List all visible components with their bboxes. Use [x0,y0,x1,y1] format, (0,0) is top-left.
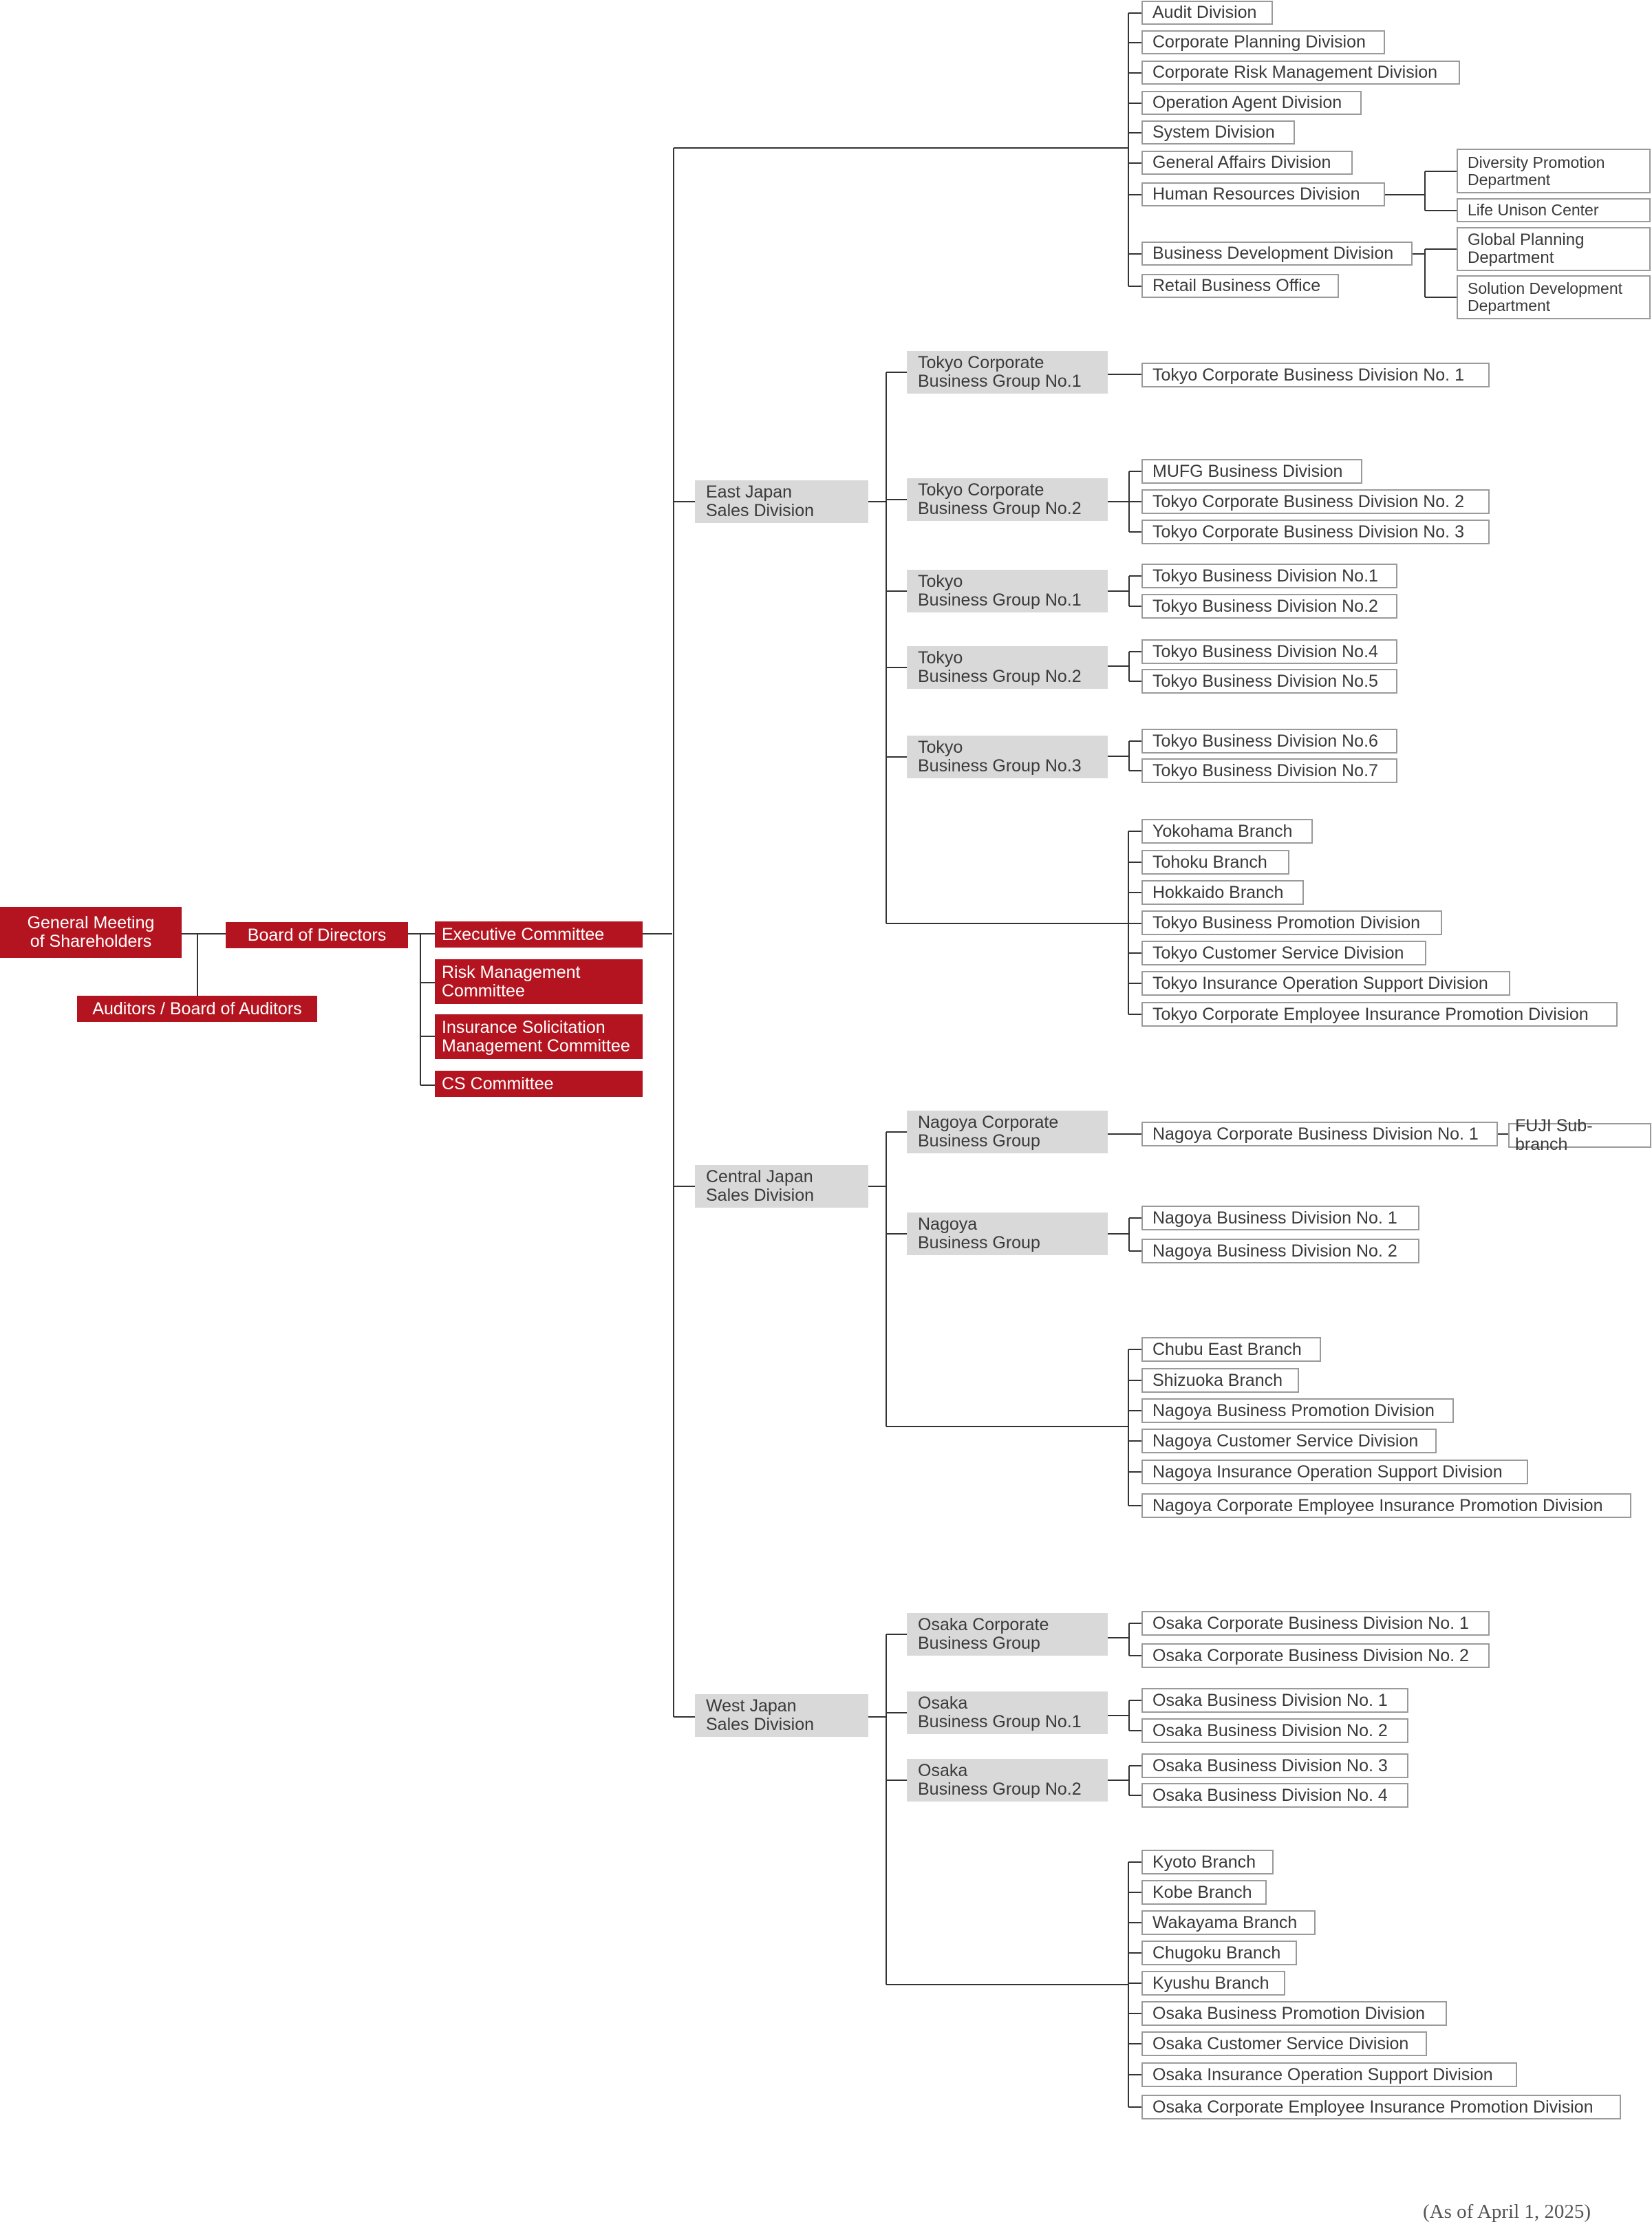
business-group-box: Osaka Business Group No.1 [907,1691,1108,1734]
hq-division-box: Operation Agent Division [1141,91,1362,115]
branch-box: Kyoto Branch [1141,1850,1274,1874]
business-division-box: Nagoya Business Division No. 2 [1141,1239,1419,1263]
business-division-box: Tokyo Business Division No.4 [1141,639,1397,664]
business-group-box: Nagoya Business Group [907,1212,1108,1255]
fuji-sub-branch-box: FUJI Sub-branch [1508,1117,1651,1154]
branch-box: Nagoya Insurance Operation Support Divis… [1141,1460,1528,1484]
business-division-box: Osaka Business Division No. 3 [1141,1753,1408,1778]
department-box: Life Unison Center [1457,198,1651,222]
executive-committee-box: Executive Committee [435,921,643,948]
department-box: Solution Development Department [1457,275,1651,319]
business-division-box: Tokyo Business Division No.5 [1141,669,1397,694]
branch-box: Chubu East Branch [1141,1337,1321,1362]
business-division-box: Tokyo Corporate Business Division No. 3 [1141,520,1490,544]
hq-division-box: Audit Division [1141,1,1273,25]
business-division-box: Osaka Corporate Business Division No. 2 [1141,1643,1490,1668]
branch-box: Wakayama Branch [1141,1910,1316,1935]
branch-box: Osaka Corporate Employee Insurance Promo… [1141,2095,1621,2119]
business-division-box: Osaka Business Division No. 2 [1141,1718,1408,1743]
department-box: Global Planning Department [1457,227,1651,271]
business-group-box: Tokyo Business Group No.2 [907,646,1108,689]
branch-box: Tokyo Corporate Employee Insurance Promo… [1141,1002,1618,1027]
hq-division-box: System Division [1141,120,1295,145]
business-group-box: Tokyo Corporate Business Group No.1 [907,351,1108,394]
branch-box: Tokyo Insurance Operation Support Divisi… [1141,971,1510,996]
board-of-directors-box: Board of Directors [226,922,408,948]
branch-box: Yokohama Branch [1141,819,1313,844]
branch-box: Tokyo Business Promotion Division [1141,910,1442,935]
auditors-box: Auditors / Board of Auditors [77,996,317,1022]
branch-box: Kobe Branch [1141,1880,1267,1905]
business-group-box: Osaka Business Group No.2 [907,1759,1108,1802]
business-division-box: Nagoya Business Division No. 1 [1141,1206,1419,1230]
hq-division-box: Corporate Risk Management Division [1141,61,1460,85]
business-division-box: Tokyo Corporate Business Division No. 2 [1141,489,1490,514]
business-group-box: Nagoya Corporate Business Group [907,1111,1108,1153]
branch-box: Osaka Insurance Operation Support Divisi… [1141,2062,1517,2087]
branch-box: Tokyo Customer Service Division [1141,941,1426,965]
business-division-box: Osaka Business Division No. 4 [1141,1783,1408,1808]
business-division-box: Tokyo Business Division No.2 [1141,594,1397,619]
business-division-box: Tokyo Business Division No.7 [1141,758,1397,783]
cs-committee-box: CS Committee [435,1071,643,1097]
business-division-box: Nagoya Corporate Business Division No. 1 [1141,1122,1498,1146]
business-group-box: Tokyo Corporate Business Group No.2 [907,478,1108,521]
business-division-box: Osaka Business Division No. 1 [1141,1688,1408,1713]
risk-management-committee-box: Risk Management Committee [435,959,643,1004]
branch-box: Chugoku Branch [1141,1941,1297,1965]
business-division-box: Osaka Corporate Business Division No. 1 [1141,1611,1490,1636]
branch-box: Osaka Business Promotion Division [1141,2001,1447,2026]
branch-box: Shizuoka Branch [1141,1368,1299,1393]
insurance-solicitation-committee-box: Insurance Solicitation Management Commit… [435,1014,643,1059]
branch-box: Kyushu Branch [1141,1971,1285,1996]
as-of-date-note: (As of April 1, 2025) [1423,2201,1591,2223]
branch-box: Nagoya Business Promotion Division [1141,1398,1454,1423]
hq-division-box: Retail Business Office [1141,274,1339,298]
branch-box: Osaka Customer Service Division [1141,2031,1427,2056]
business-division-box: MUFG Business Division [1141,459,1362,484]
business-group-box: Osaka Corporate Business Group [907,1613,1108,1656]
business-division-box: Tokyo Business Division No.1 [1141,564,1397,588]
business-division-box: Tokyo Business Division No.6 [1141,729,1397,754]
branch-box: Nagoya Customer Service Division [1141,1429,1437,1453]
east-japan-sales-division: East Japan Sales Division [695,480,868,523]
hq-division-box: Business Development Division [1141,242,1413,266]
branch-box: Nagoya Corporate Employee Insurance Prom… [1141,1493,1631,1518]
hq-division-box: Corporate Planning Division [1141,30,1385,54]
business-group-box: Tokyo Business Group No.3 [907,736,1108,778]
business-division-box: Tokyo Corporate Business Division No. 1 [1141,363,1490,387]
west-japan-sales-division: West Japan Sales Division [695,1694,868,1737]
branch-box: Hokkaido Branch [1141,880,1304,905]
hq-division-box: General Affairs Division [1141,151,1353,175]
department-box: Diversity Promotion Department [1457,149,1651,193]
branch-box: Tohoku Branch [1141,850,1289,875]
general-meeting-box: General Meeting of Shareholders [0,907,182,958]
central-japan-sales-division: Central Japan Sales Division [695,1165,868,1208]
hq-division-box: Human Resources Division [1141,182,1385,206]
business-group-box: Tokyo Business Group No.1 [907,570,1108,612]
